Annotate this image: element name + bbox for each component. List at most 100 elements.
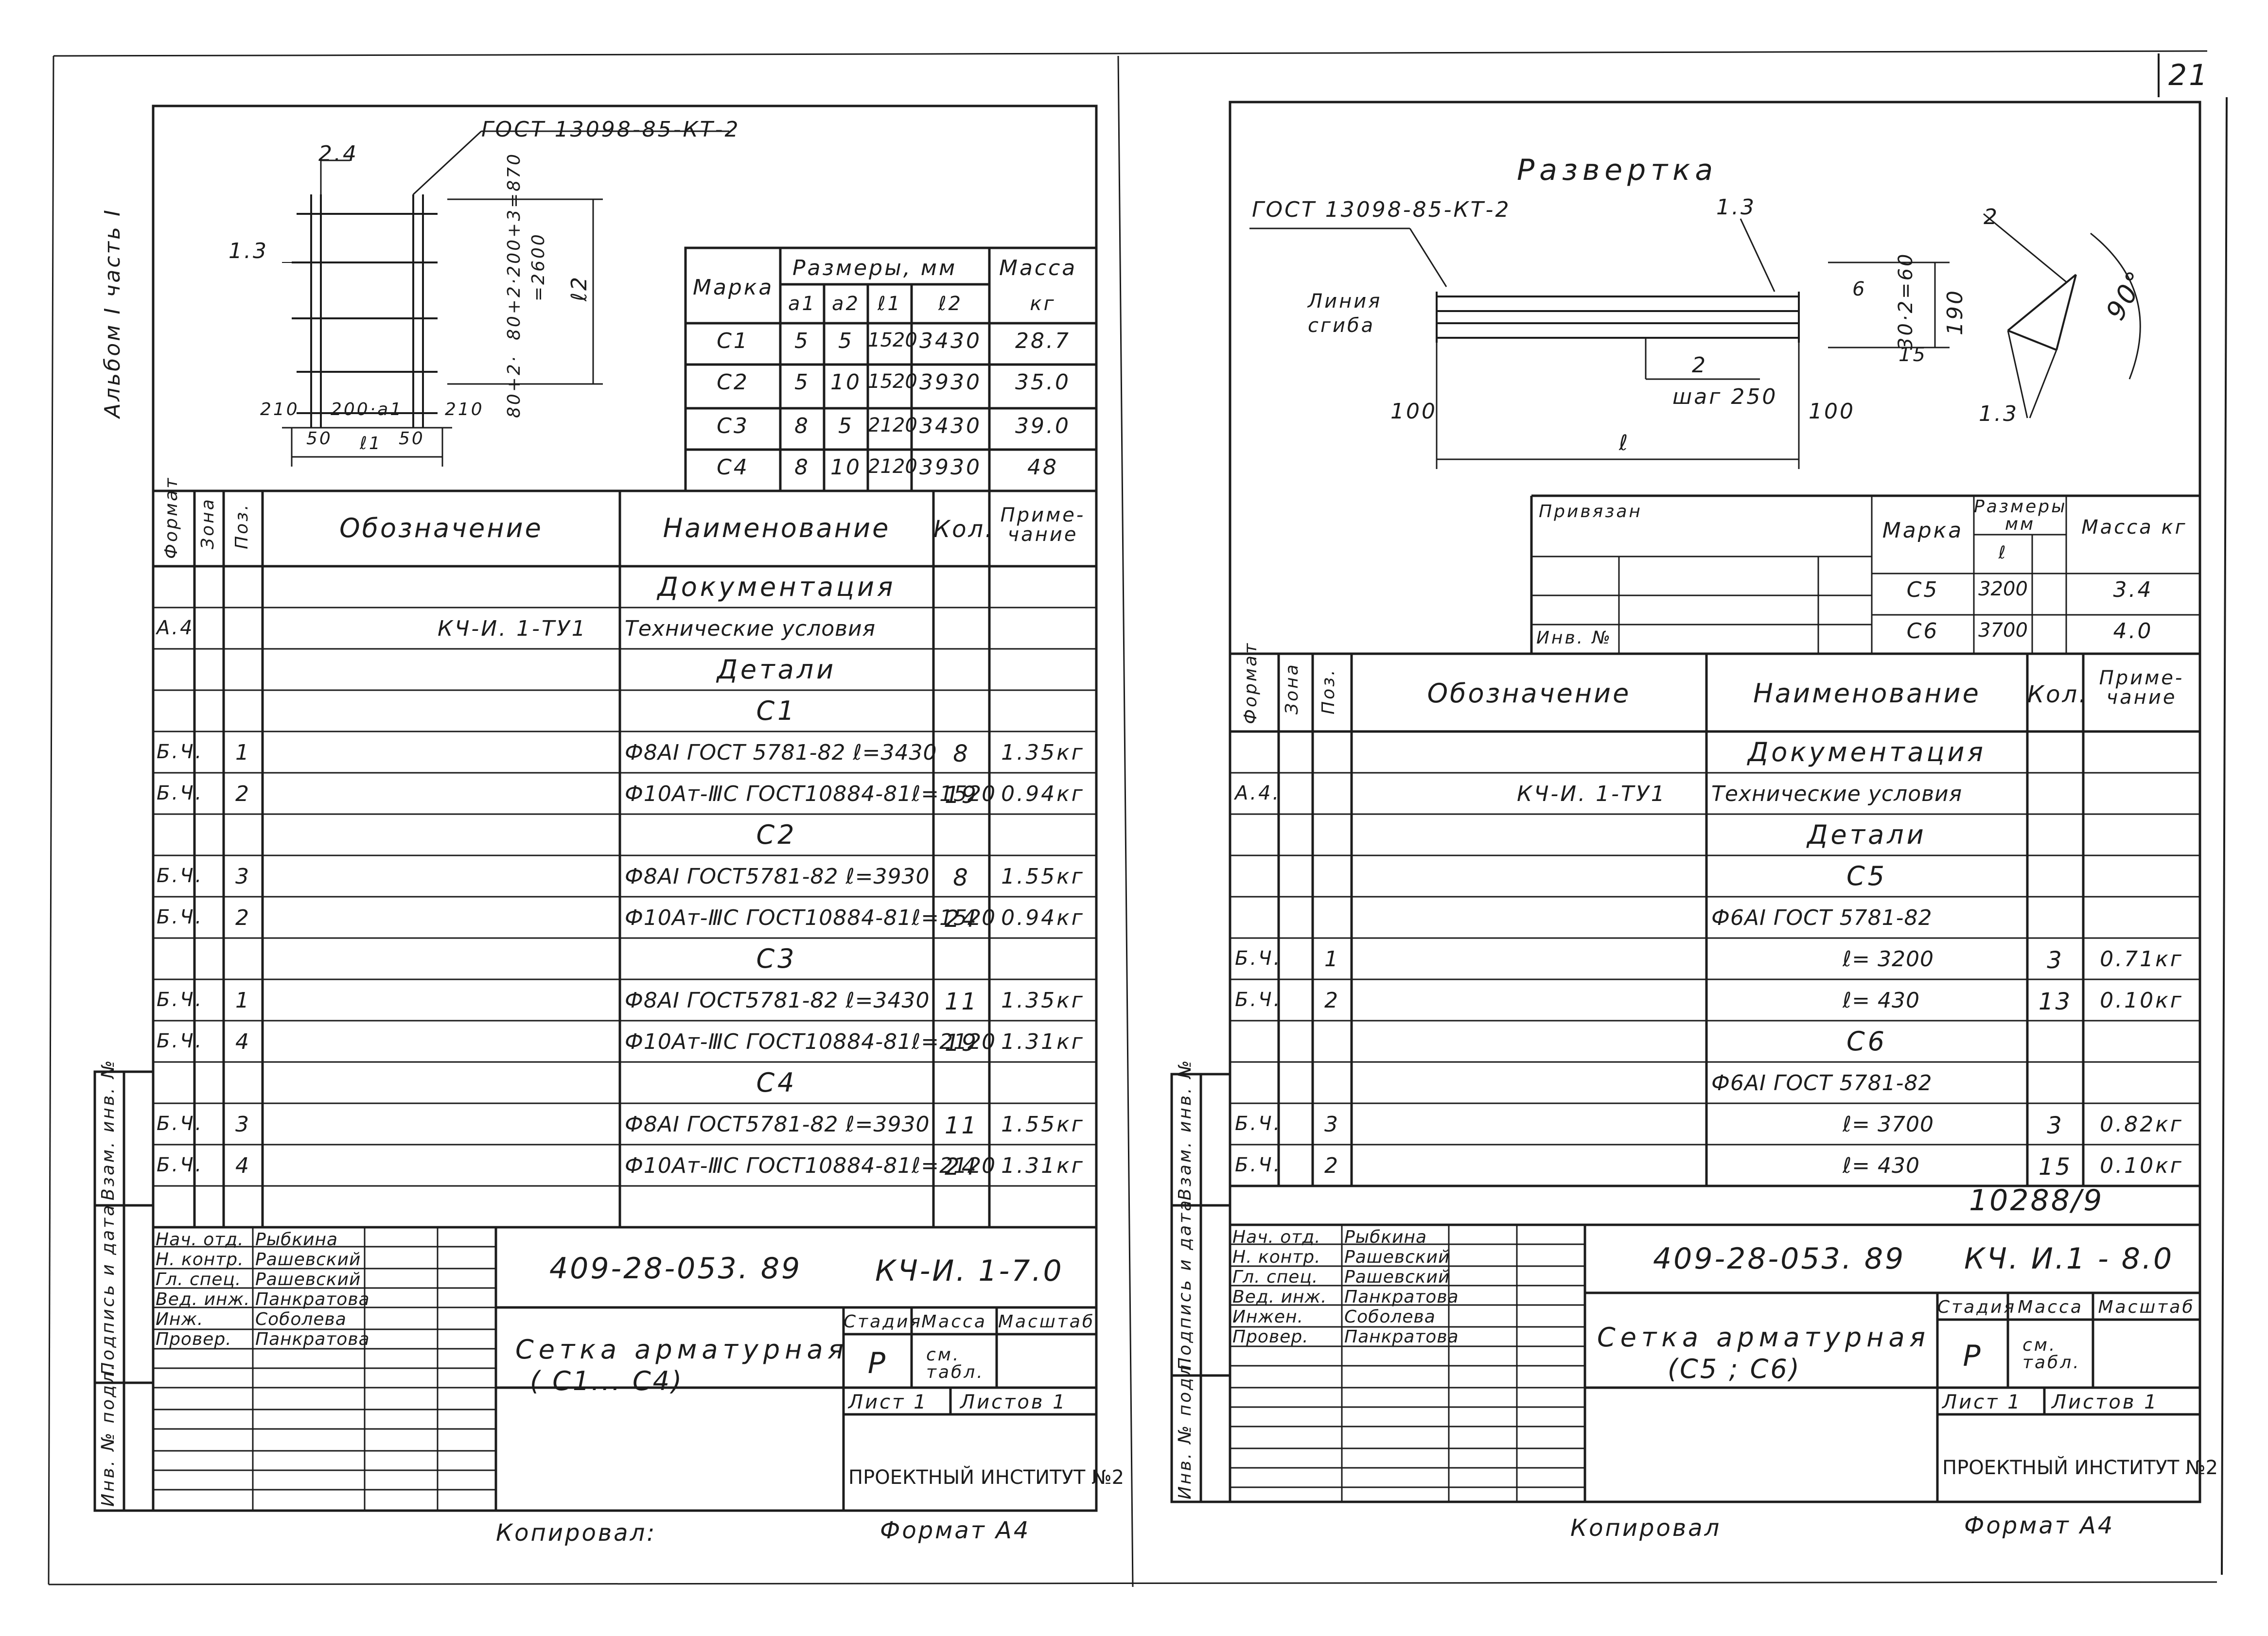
left-gost-note: ГОСТ 13098-85-КТ-2: [481, 117, 740, 142]
right-sheet: Лист 1: [1942, 1391, 2022, 1413]
spec-qty: 8: [953, 740, 970, 767]
size-row-a2: 10: [830, 455, 861, 480]
right-hdr-qty: Кол.: [2027, 681, 2089, 708]
right-scale-label: Масштаб: [2098, 1297, 2195, 1317]
size-row-a1: 5: [794, 370, 810, 395]
size-row-mark: С2: [717, 370, 749, 395]
right-dim-l: ℓ: [1619, 431, 1630, 455]
size-sub-l1: ℓ1: [878, 293, 902, 315]
left-dim-v3: 80+2·: [504, 354, 524, 418]
spec-name: С5: [1846, 861, 1888, 891]
right-dim-190: 190: [1943, 289, 1968, 335]
spec-name: ℓ= 3700: [1843, 1112, 1934, 1137]
spec-qty: 8: [953, 864, 970, 891]
person-name: Панкратова: [255, 1289, 370, 1309]
size-row-l2: 3930: [919, 370, 982, 395]
right-hdr-zone: Зона: [1282, 662, 1302, 714]
left-dim-200: 200·a1: [331, 400, 404, 419]
spec-note: 1.55кг: [1001, 864, 1085, 889]
spec-pos: 3: [235, 1112, 251, 1137]
person-role: Провер.: [156, 1329, 232, 1349]
spec-format: Б.Ч.: [157, 865, 204, 887]
right-dim-stack: 30·2=60: [1895, 252, 1917, 350]
person-name: Панкратова: [255, 1329, 370, 1349]
spec-pos: 1: [235, 740, 251, 765]
size-row-a2: 10: [830, 370, 861, 395]
person-role: Инж.: [156, 1309, 204, 1329]
spec-format: Б.Ч.: [157, 906, 204, 928]
spec-qty: 19: [944, 782, 979, 809]
spec-name: Ф8АI ГОСТ5781-82 ℓ=3430: [625, 988, 930, 1013]
left-stage: Р: [867, 1346, 888, 1380]
spec-pos: 4: [235, 1153, 251, 1178]
spec-note: 1.55кг: [1001, 1112, 1085, 1137]
size-row-a1: 8: [794, 455, 810, 480]
right-copied: Копировал: [1570, 1514, 1722, 1542]
spec-format: Б.Ч.: [1235, 1113, 1282, 1135]
size-row-mark: С1: [717, 329, 749, 353]
left-hdr-name: Наименование: [663, 513, 891, 543]
bind-row-mass: 3.4: [2113, 577, 2153, 602]
left-hdr-designation: Обозначение: [339, 513, 543, 543]
left-copied: Копировал:: [496, 1519, 657, 1547]
right-stamp-3: Инв. № подл.: [1175, 1355, 1195, 1499]
spec-note: 1.31кг: [1001, 1153, 1085, 1178]
bind-inv: Инв. №: [1536, 628, 1613, 648]
right-stage-label: Стадия: [1937, 1297, 2017, 1317]
person-name: Рашевский: [255, 1270, 361, 1289]
album-side-label: Альбом Ⅰ часть I: [100, 208, 125, 418]
left-dim-l1: ℓ1: [360, 434, 382, 453]
spec-qty: 11: [944, 1112, 979, 1139]
size-col-mark: Марка: [693, 275, 774, 300]
spec-format: Б.Ч.: [157, 782, 204, 804]
left-hdr-qty: Кол.: [933, 516, 995, 543]
spec-name: Ф8АI ГОСТ5781-82 ℓ=3930: [625, 1112, 930, 1137]
size-row-l2: 3430: [919, 414, 982, 438]
bind-col-mark: Марка: [1882, 518, 1964, 543]
right-stamp-2: Подпись и дата: [1175, 1198, 1195, 1371]
spec-name: Ф10Ат-ⅢС ГОСТ10884-81ℓ=2120: [625, 1153, 996, 1178]
bind-row-mark: С5: [1906, 577, 1939, 602]
spec-note: 1.31кг: [1001, 1029, 1085, 1054]
right-org: ПРОЕКТНЫЙ ИНСТИТУТ №2: [1942, 1457, 2218, 1479]
person-role: Вед. инж.: [156, 1289, 250, 1309]
right-dim-6: 6: [1852, 278, 1867, 300]
person-role: Провер.: [1232, 1327, 1309, 1347]
spec-note: 0.71кг: [2100, 947, 2183, 972]
person-name: Рашевский: [255, 1250, 361, 1270]
spec-name: ℓ= 430: [1843, 1153, 1920, 1178]
spec-note: 0.82кг: [2100, 1112, 2183, 1137]
right-dim-100b: 100: [1809, 399, 1855, 424]
left-sheet: Лист 1: [848, 1391, 928, 1413]
spec-name: Ф6АI ГОСТ 5781-82: [1711, 905, 1933, 930]
spec-name: С4: [756, 1067, 797, 1098]
person-name: Рашевский: [1344, 1247, 1450, 1267]
person-name: Панкратова: [1344, 1287, 1459, 1307]
size-row-a1: 5: [794, 329, 810, 353]
left-hdr-note: Приме-чание: [1000, 504, 1086, 546]
bind-row-l: 3200: [1978, 578, 2028, 600]
spec-pos: 2: [1324, 1153, 1340, 1178]
spec-pos: 2: [1324, 988, 1340, 1013]
spec-qty: 13: [2038, 988, 2073, 1015]
right-hdr-pos: Поз.: [1319, 668, 1338, 714]
spec-name: Детали: [717, 654, 837, 685]
right-doc-no: 409-28-053. 89: [1653, 1242, 1906, 1276]
person-name: Рыбкина: [255, 1230, 338, 1250]
left-dim-l2: ℓ2: [567, 275, 592, 301]
spec-name: Ф10Ат-ⅢС ГОСТ10884-81ℓ=1520: [625, 905, 996, 930]
right-label-2b: 2: [1692, 353, 1707, 378]
size-sub-l2: ℓ2: [938, 293, 963, 315]
spec-note: 0.94кг: [1001, 782, 1085, 806]
spec-pos: 3: [235, 864, 251, 889]
size-row-l1: 1520: [868, 329, 917, 351]
spec-qty: 3: [2047, 947, 2064, 974]
person-role: Гл. спец.: [156, 1270, 242, 1289]
page-number: 21: [2168, 58, 2210, 92]
person-name: Рашевский: [1344, 1267, 1450, 1287]
spec-format: Б.Ч.: [157, 1154, 204, 1176]
size-sub-a1: a1: [788, 293, 816, 315]
left-doc-no: 409-28-053. 89: [549, 1252, 802, 1286]
person-name: Панкратова: [1344, 1327, 1459, 1347]
